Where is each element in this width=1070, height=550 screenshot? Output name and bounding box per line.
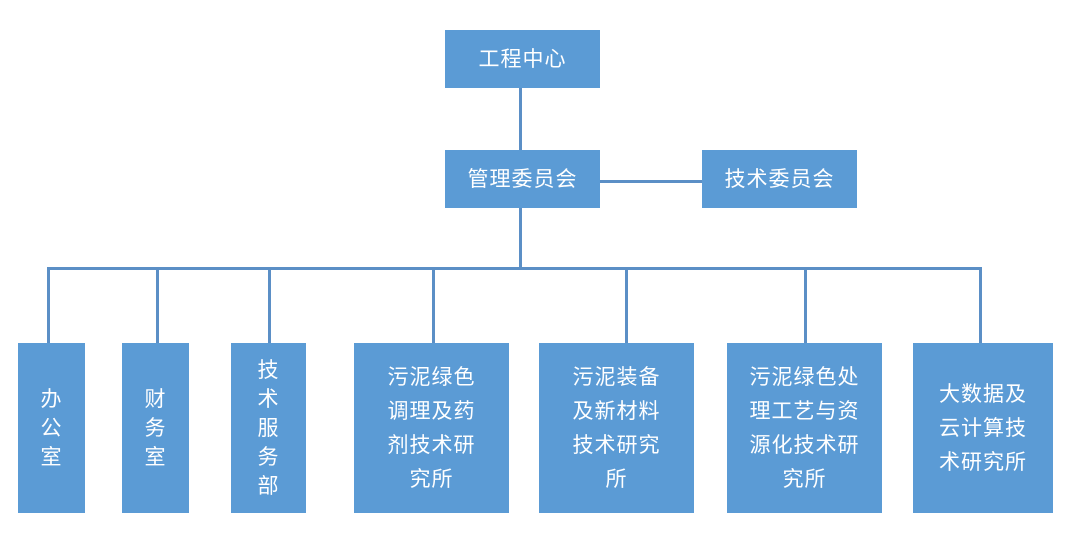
node-engineering-center-label: 工程中心	[478, 47, 567, 71]
node-institute-bigdata-cloud-label: 大数据及 云计算技 术研究所	[939, 382, 1027, 474]
node-management-committee-label: 管理委员会	[467, 167, 578, 191]
node-office-label: 办公室	[40, 386, 63, 469]
node-office: 办公室	[18, 343, 85, 513]
node-institute-sludge-treatment-label: 污泥绿色处 理工艺与资 源化技术研 究所	[749, 365, 860, 491]
node-institute-sludge-treatment: 污泥绿色处 理工艺与资 源化技术研 究所	[727, 343, 882, 513]
connector-management-to-technical-committee	[600, 180, 702, 183]
connector-drop-technical-service	[268, 267, 271, 343]
node-institute-sludge-conditioning-label: 污泥绿色 调理及药 剂技术研 究所	[387, 365, 476, 491]
node-finance-office: 财务室	[122, 343, 189, 513]
connector-drop-finance	[156, 267, 159, 343]
connector-drop-institute-1	[432, 267, 435, 343]
connector-drop-institute-4	[979, 267, 982, 343]
node-technical-committee: 技术委员会	[702, 150, 857, 208]
node-institute-sludge-equipment: 污泥装备 及新材料 技术研究 所	[539, 343, 694, 513]
connector-management-to-bus	[519, 208, 522, 269]
connector-drop-institute-3	[804, 267, 807, 343]
node-management-committee: 管理委员会	[445, 150, 600, 208]
connector-drop-office	[47, 267, 50, 343]
node-technical-service-dept: 技术服务部	[231, 343, 306, 513]
node-institute-sludge-equipment-label: 污泥装备 及新材料 技术研究 所	[572, 365, 661, 491]
node-technical-committee-label: 技术委员会	[724, 167, 835, 191]
connector-drop-institute-2	[625, 267, 628, 343]
node-finance-office-label: 财务室	[144, 386, 167, 469]
node-technical-service-dept-label: 技术服务部	[257, 357, 280, 498]
node-institute-bigdata-cloud: 大数据及 云计算技 术研究所	[913, 343, 1053, 513]
node-engineering-center: 工程中心	[445, 30, 600, 88]
connector-horizontal-bus	[47, 267, 982, 270]
node-institute-sludge-conditioning: 污泥绿色 调理及药 剂技术研 究所	[354, 343, 509, 513]
connector-center-to-management	[519, 88, 522, 150]
